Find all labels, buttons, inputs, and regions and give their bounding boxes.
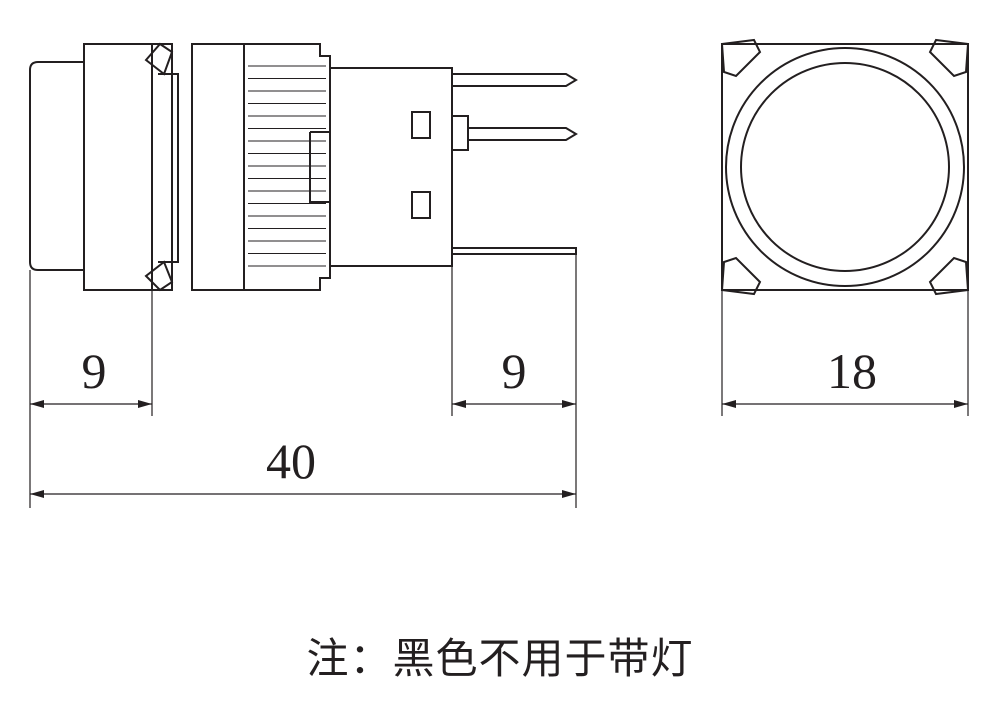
dim-left-front: 9 (82, 343, 107, 399)
dim-overall-length: 40 (266, 433, 316, 489)
rib-lines (248, 65, 326, 267)
dimension-lines (30, 400, 968, 498)
extension-lines (29, 254, 969, 508)
side-view (29, 42, 578, 292)
dim-front-width: 18 (827, 343, 877, 399)
technical-drawing: 9 9 40 18 (29, 38, 970, 508)
front-view (720, 38, 970, 296)
dim-right-pins: 9 (502, 343, 527, 399)
note-caption: 注：黑色不用于带灯 (306, 634, 694, 683)
